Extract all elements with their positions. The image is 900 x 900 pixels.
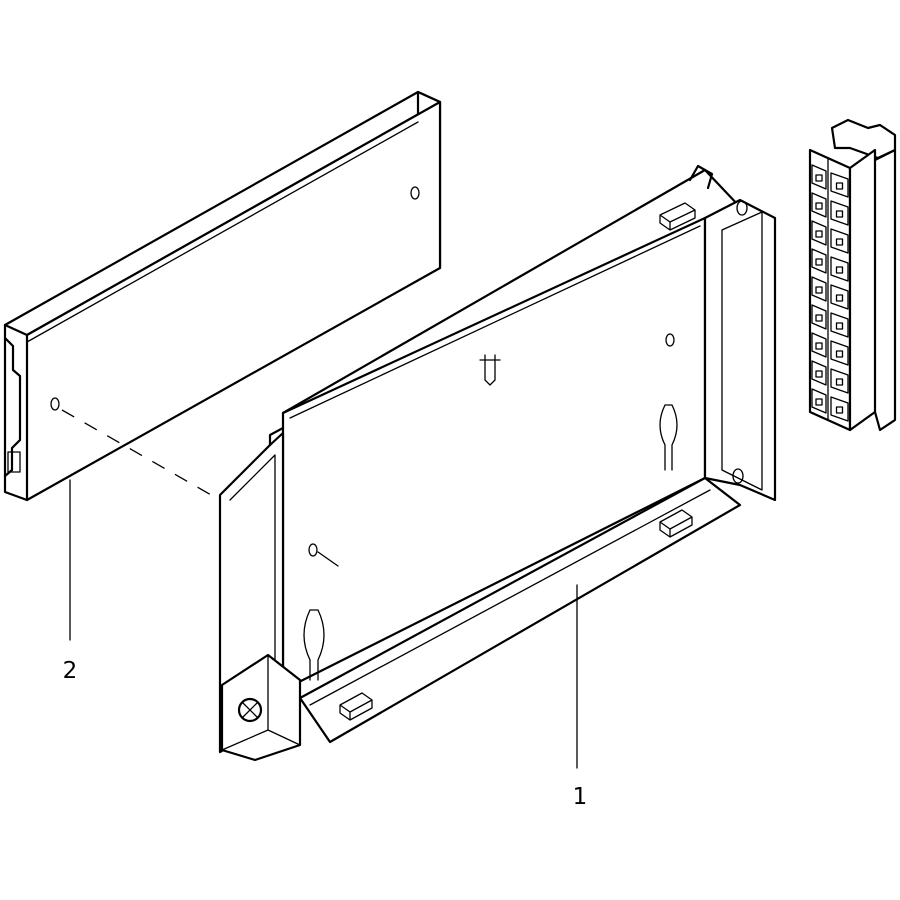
terminal-slot <box>835 266 844 274</box>
terminal-slot <box>815 370 823 378</box>
terminal-slot <box>815 258 823 266</box>
terminal-slot <box>835 182 844 190</box>
terminal-slot <box>815 398 823 406</box>
callout-label-2: 2 <box>63 658 78 684</box>
cover-panel <box>3 90 442 502</box>
panel-hole-right <box>410 186 420 200</box>
alignment-line <box>61 409 221 501</box>
terminal-cell <box>830 172 849 198</box>
callout-2: 2 <box>63 479 78 684</box>
terminal-slot <box>815 202 823 210</box>
terminal-cell <box>830 368 849 394</box>
terminal-slot <box>815 286 823 294</box>
terminal-slot <box>835 350 844 358</box>
terminal-slot <box>835 210 844 218</box>
panel-hole-left <box>50 397 60 411</box>
terminal-cell <box>811 276 827 302</box>
screw-icon <box>237 697 263 723</box>
terminal-slot <box>815 230 823 238</box>
terminal-cell <box>811 360 827 386</box>
callout-1: 1 <box>573 584 588 810</box>
terminal-cell <box>830 200 849 226</box>
terminal-cell <box>811 248 827 274</box>
connector-module <box>808 118 897 432</box>
terminal-cell <box>811 304 827 330</box>
terminal-cell <box>830 228 849 254</box>
terminal-cell <box>830 256 849 282</box>
terminal-slot <box>815 174 823 182</box>
terminal-slot <box>835 294 844 302</box>
terminal-cell <box>830 396 849 422</box>
terminal-slot <box>835 238 844 246</box>
bracket <box>218 164 777 762</box>
terminal-cell <box>811 332 827 358</box>
terminal-slot <box>835 322 844 330</box>
callout-label-1: 1 <box>573 784 588 810</box>
terminal-cell <box>811 220 827 246</box>
terminal-slot <box>835 406 844 414</box>
terminal-cell <box>830 312 849 338</box>
terminal-slot <box>815 342 823 350</box>
terminal-cell <box>830 340 849 366</box>
terminal-cell <box>811 164 827 190</box>
terminal-slot <box>835 378 844 386</box>
terminal-cell <box>811 192 827 218</box>
terminal-cell <box>830 284 849 310</box>
terminal-slot <box>815 314 823 322</box>
terminal-cell <box>811 388 827 414</box>
